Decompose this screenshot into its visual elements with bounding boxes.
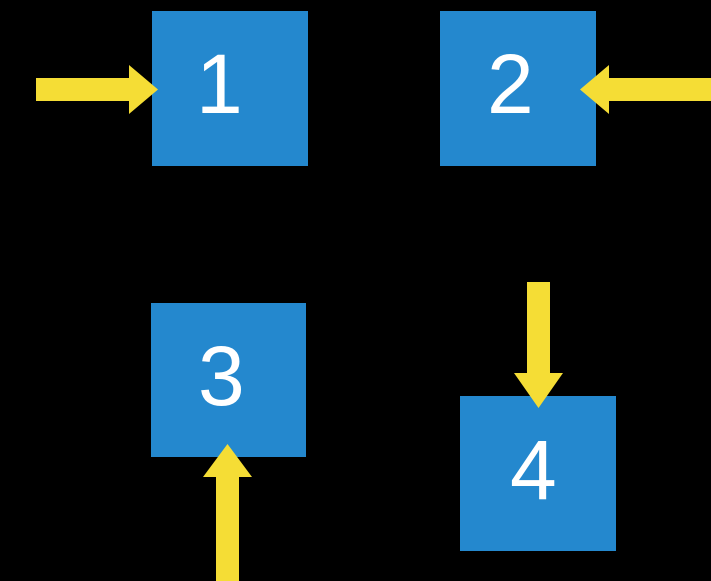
node-label-1: 1 [196, 37, 243, 131]
node-label-2: 2 [487, 37, 534, 131]
node-box-1[interactable] [152, 11, 308, 166]
node-box-4[interactable] [460, 396, 616, 551]
arrow-left-into-box-2 [580, 65, 711, 114]
node-label-4: 4 [510, 423, 557, 517]
arrow-down-into-box-4 [514, 282, 563, 408]
node-box-2[interactable] [440, 11, 596, 166]
node-label-3: 3 [198, 329, 245, 423]
arrow-up-into-box-3 [203, 444, 252, 581]
arrow-right-into-box-1 [36, 65, 158, 114]
node-box-3[interactable] [151, 303, 306, 457]
